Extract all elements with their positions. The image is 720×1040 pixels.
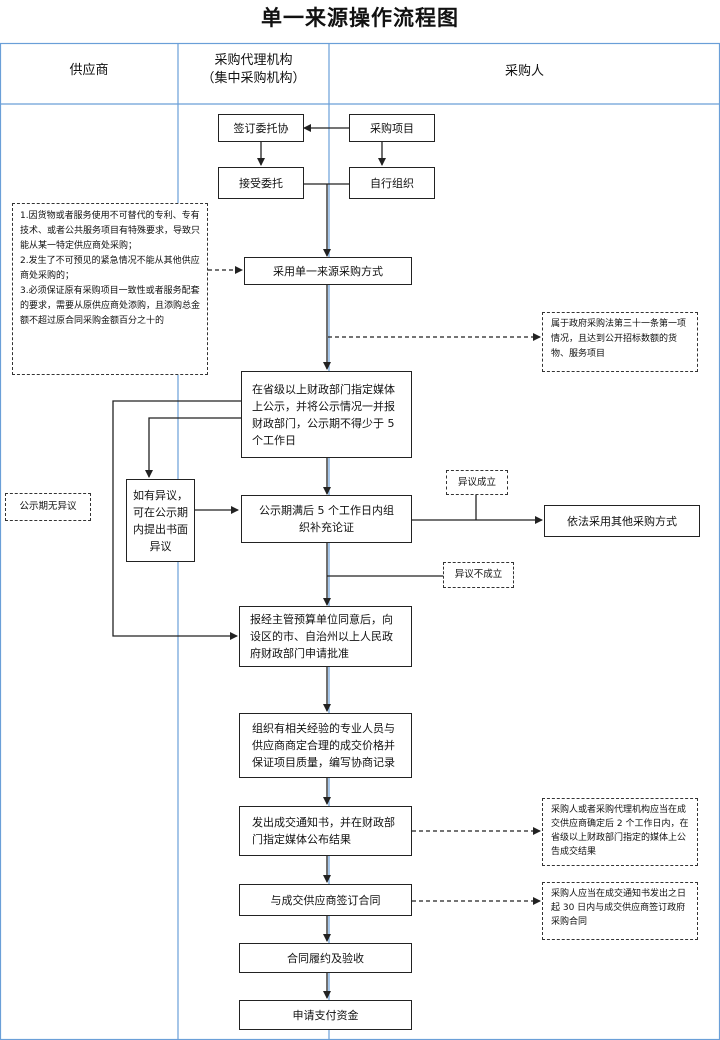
page-title: 单一来源操作流程图 <box>261 6 459 30</box>
node-other-method: 依法采用其他采购方式 <box>544 505 700 537</box>
node-expert-review: 公示期满后 5 个工作日内组织补充论证 <box>241 495 412 543</box>
condition-1: 1.因货物或者服务使用不可替代的专利、专有技术、或者公共服务项目有特殊要求，导致… <box>20 211 201 251</box>
node-use-single-source: 采用单一来源采购方式 <box>244 257 412 285</box>
note-announce-result: 采购人或者采购代理机构应当在成交供应商确定后 2 个工作日内，在省级以上财政部门… <box>542 798 698 866</box>
lane-purchaser: 采购人 <box>504 64 544 79</box>
node-publicize: 在省级以上财政部门指定媒体上公示，并将公示情况一并报财政部门，公示期不得少于 5… <box>241 371 412 458</box>
node-sign-entrust: 签订委托协 <box>218 114 304 142</box>
node-perform: 合同履约及验收 <box>239 943 412 973</box>
node-notice: 发出成交通知书，并在财政部门指定媒体公布结果 <box>239 806 412 856</box>
node-objection-submit: 如有异议，可在公示期内提出书面异议 <box>126 479 195 562</box>
lane-agency-line2: （集中采购机构） <box>201 71 306 86</box>
arrow-no-objection-path <box>112 400 241 640</box>
node-objection-upheld: 异议成立 <box>446 470 508 495</box>
note-contract-deadline: 采购人应当在成交通知书发出之日起 30 日内与成交供应商签订政府采购合同 <box>542 882 698 940</box>
note-law-clause: 属于政府采购法第三十一条第一项情况，且达到公开招标数额的货物、服务项目 <box>542 312 698 372</box>
condition-3: 3.必须保证原有采购项目一致性或者服务配套的要求，需要从原供应商处添购，且添购总… <box>20 286 201 326</box>
note-conditions: 1.因货物或者服务使用不可替代的专利、专有技术、或者公共服务项目有特殊要求，导致… <box>12 203 208 375</box>
condition-2: 2.发生了不可预见的紧急情况不能从其他供应商处采购的； <box>20 256 200 281</box>
node-objection-rejected: 异议不成立 <box>443 562 514 588</box>
node-purchase-project: 采购项目 <box>349 114 435 142</box>
node-no-objection: 公示期无异议 <box>5 493 91 521</box>
lane-supplier: 供应商 <box>69 63 109 78</box>
node-approval: 报经主管预算单位同意后，向设区的市、自治州以上人民政府财政部门申请批准 <box>239 606 412 667</box>
lane-agency: 采购代理机构 （集中采购机构） <box>178 52 329 88</box>
node-payment: 申请支付资金 <box>239 1000 412 1030</box>
node-accept-entrust: 接受委托 <box>218 167 304 199</box>
lane-agency-line1: 采购代理机构 <box>214 53 293 68</box>
node-sign-contract: 与成交供应商签订合同 <box>239 884 412 916</box>
node-self-organize: 自行组织 <box>349 167 435 199</box>
arrow-publicize-to-objection <box>145 417 241 478</box>
node-negotiate: 组织有相关经验的专业人员与供应商商定合理的成交价格并保证项目质量，编写协商记录 <box>239 713 412 778</box>
